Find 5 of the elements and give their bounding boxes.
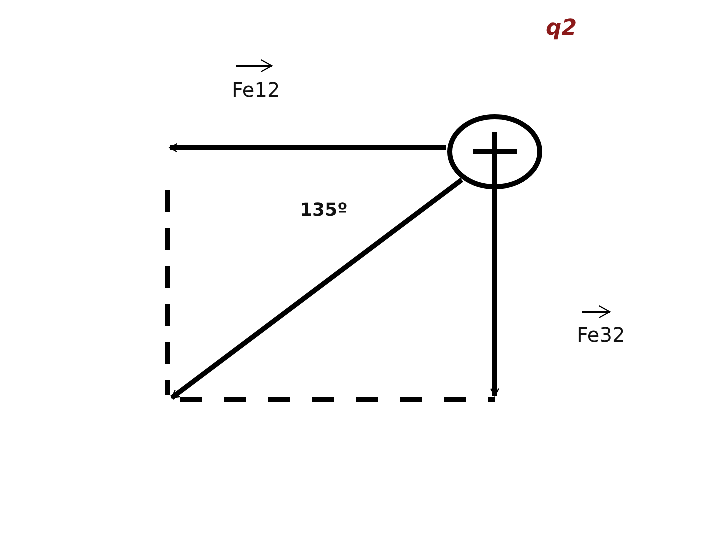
- force-label: Fe12: [232, 78, 280, 102]
- charge-label: q2: [546, 16, 578, 41]
- angle-label: 135º: [300, 200, 348, 221]
- positive-charge-icon: [447, 114, 543, 190]
- force-label: Fe32: [577, 323, 626, 347]
